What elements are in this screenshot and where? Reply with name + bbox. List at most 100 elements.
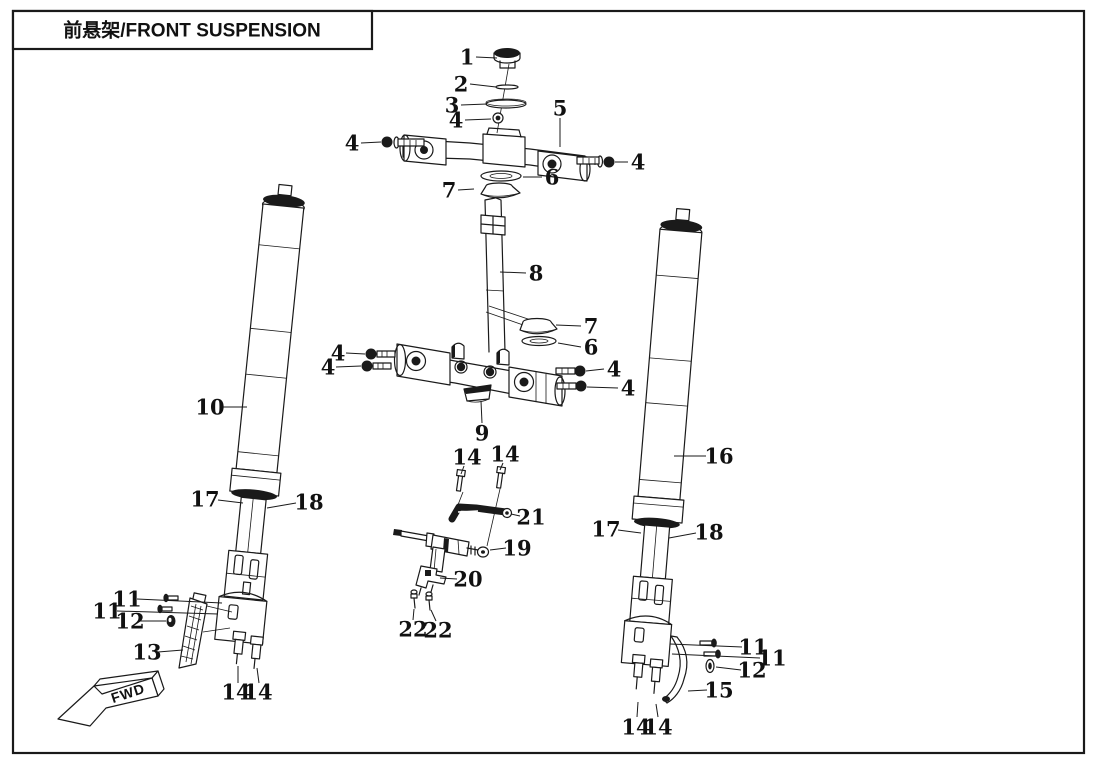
callout-12: 12 xyxy=(115,609,166,634)
leader-line xyxy=(636,701,639,718)
callout-label: 11 xyxy=(738,635,767,660)
title-box xyxy=(11,9,374,51)
callout-label: 22 xyxy=(398,617,427,642)
fender-bracket-part13 xyxy=(178,592,208,669)
callout-label: 20 xyxy=(453,567,482,592)
callout-label: 11 xyxy=(757,646,786,671)
callout-14: 14 xyxy=(643,703,673,740)
callout-13: 13 xyxy=(132,640,184,665)
leader-line xyxy=(669,643,743,648)
callout-label: 7 xyxy=(442,178,457,203)
callout-19: 19 xyxy=(489,536,532,561)
callout-label: 19 xyxy=(502,536,531,561)
callout-10: 10 xyxy=(195,395,247,420)
callout-label: 4 xyxy=(331,341,346,366)
callout-4: 4 xyxy=(345,131,382,156)
bolt-part4-upper-right xyxy=(576,155,615,168)
callout-11: 11 xyxy=(671,646,787,671)
bolt-part14-left-b xyxy=(249,635,264,670)
callout-label: 22 xyxy=(423,618,452,643)
callout-6: 6 xyxy=(523,165,559,190)
fork-tube-right-part16 xyxy=(620,207,703,694)
steering-stem-cap-stack xyxy=(485,48,527,134)
callout-label: 14 xyxy=(490,442,519,467)
screw-part11-right-b xyxy=(703,649,721,659)
leader-line xyxy=(439,577,458,580)
damper-alignment-lines xyxy=(455,488,501,547)
callout-label: 4 xyxy=(345,131,360,156)
callout-label: 4 xyxy=(607,357,622,382)
leader-line xyxy=(266,502,297,509)
bolt-part4-lower-left-a xyxy=(365,348,396,360)
callout-label: 4 xyxy=(449,108,464,133)
callout-label: 14 xyxy=(621,715,650,740)
callout-label: 4 xyxy=(631,150,646,175)
leader-line xyxy=(557,342,582,348)
callout-22: 22 xyxy=(423,609,453,643)
callout-4: 4 xyxy=(615,150,645,175)
bolt-part14-right-b xyxy=(649,658,664,694)
leader-line xyxy=(475,56,498,59)
bolt-part4-lower-left-b xyxy=(361,360,392,372)
callout-22: 22 xyxy=(398,608,428,642)
callout-label: 7 xyxy=(584,314,599,339)
leader-line xyxy=(217,499,244,504)
lower-triple-clamp xyxy=(393,342,566,407)
bracket-alignment-lines xyxy=(202,605,233,633)
bolt-part4-upper-left xyxy=(381,136,425,149)
arm-part21 xyxy=(448,503,513,523)
bolt-part4-lower-right-a xyxy=(555,365,586,377)
grommet-part12-left xyxy=(166,615,176,627)
nut-part4 xyxy=(492,112,504,124)
callout-14: 14 xyxy=(490,442,520,471)
callout-6: 6 xyxy=(557,335,598,360)
callout-14: 14 xyxy=(243,667,273,705)
callout-14: 14 xyxy=(621,701,651,740)
callout-14: 14 xyxy=(452,445,482,475)
callout-15: 15 xyxy=(687,678,734,703)
callout-18: 18 xyxy=(266,490,324,515)
callout-label: 14 xyxy=(452,445,481,470)
leader-line xyxy=(617,529,642,534)
callout-label: 4 xyxy=(321,355,336,380)
callout-label: 15 xyxy=(704,678,733,703)
bolt-part14-mid-b xyxy=(496,465,507,489)
callout-14: 14 xyxy=(221,666,251,705)
leader-line xyxy=(489,547,507,551)
steering-stem-part8 xyxy=(480,197,506,353)
leader-line xyxy=(687,689,708,692)
disc-part3 xyxy=(485,98,527,109)
callout-4: 4 xyxy=(449,108,492,133)
callout-4: 4 xyxy=(586,376,636,401)
cone-part7-lower xyxy=(519,317,558,335)
callout-20: 20 xyxy=(439,567,483,592)
leader-line xyxy=(335,365,362,368)
washer-part6-upper xyxy=(480,170,522,182)
screw-part11-left-b xyxy=(157,604,173,614)
callout-label: 11 xyxy=(92,599,121,624)
leader-line xyxy=(412,608,415,621)
callout-11: 11 xyxy=(669,635,768,660)
washer-part6-lower xyxy=(521,335,557,347)
cap-part1 xyxy=(493,48,521,69)
leader-line xyxy=(499,462,504,471)
callout-2: 2 xyxy=(454,72,497,97)
leader-line xyxy=(116,610,219,615)
grommet-part12-right xyxy=(705,658,715,674)
leader-line xyxy=(460,465,465,475)
fork-tube-left-part10 xyxy=(214,183,305,670)
leader-line xyxy=(671,653,761,659)
leader-line xyxy=(480,400,483,424)
callout-7: 7 xyxy=(555,314,599,339)
bracket-part20 xyxy=(415,565,447,596)
callout-label: 4 xyxy=(621,376,636,401)
callout-9: 9 xyxy=(475,400,489,446)
callout-label: 21 xyxy=(516,505,545,530)
bolt-part14-mid-a xyxy=(455,468,466,492)
callout-label: 18 xyxy=(694,520,723,545)
callout-11: 11 xyxy=(112,587,223,612)
leader-line xyxy=(360,141,382,144)
callout-label: 17 xyxy=(190,487,219,512)
leader-line xyxy=(586,386,619,389)
